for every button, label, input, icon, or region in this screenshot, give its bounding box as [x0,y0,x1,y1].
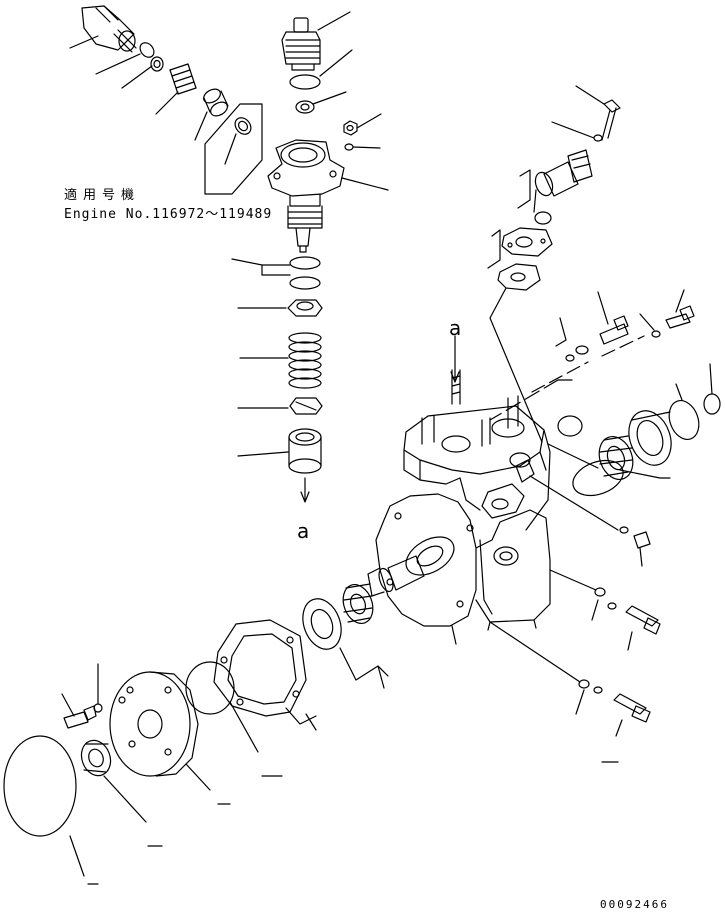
o-ring-large-right [572,459,624,497]
drive-shaft [367,555,425,597]
o-ring-pair [231,256,321,290]
ring-far-right [703,393,721,415]
delivery-valve-holder [81,5,137,53]
washer-lower-left [93,703,103,713]
tappet [237,428,322,474]
tapered-bearing-left [342,583,374,624]
leader-lines-top-left [69,35,237,165]
leader-body-bolt-2 [549,569,597,591]
shim-right [668,400,700,440]
leader-o-ring-cover [229,701,259,753]
washer-tiny [344,143,354,151]
leader-body-bolt-3 [489,621,581,683]
leader-gasket-lower [305,713,317,731]
spring-seat-upper [237,299,323,317]
bolt-lower-right-2 [591,587,661,651]
view-marker-top: a [449,316,462,340]
applicability-label-jp: 適用号機 [64,188,141,203]
bolt-lower-right-1 [619,526,651,567]
gasket-plate-upper [501,227,553,257]
leader-gasket-to-body [489,287,543,443]
view-marker-bottom: a [297,519,310,543]
bolt-right-1 [597,291,629,345]
leader-body-right [547,443,599,469]
nut-lower-left [80,739,112,777]
washer-right-1 [575,345,589,355]
bolt-lower-right-3 [575,679,651,737]
o-ring-medium-right [557,415,583,437]
leader-shim-right [675,383,683,401]
leader-end-cover [185,763,211,791]
gasket-large-left [3,735,77,837]
spring-seat-lower [237,397,323,415]
o-ring-upper [289,74,321,90]
applicability-serial-range: Engine No.116972～119489 [64,207,273,222]
bracket-washers-right [555,317,567,347]
gasket-ring-bracket [234,117,252,135]
bracket-gasket-lower [285,707,317,725]
bolt-right-2 [665,289,695,329]
valve-spring [169,63,197,95]
document-number: 00092466 [600,898,669,911]
leader-washer-right-3 [639,313,655,331]
gasket-ring-small [139,42,155,58]
stopper-sleeve [203,88,229,117]
washer-bolt-top [593,134,603,142]
leader-body-bottom [451,625,457,645]
bolt-lower-left [61,693,97,729]
bracket-gasket [487,229,501,269]
plunger-spring [239,332,322,389]
bolt-top-right [575,85,621,141]
washer-right-3 [651,330,661,338]
pump-body [375,369,551,631]
leader-ring-far-right [709,363,713,395]
leader-bearing-seal [377,665,385,689]
dash-line-bolts [531,335,645,393]
oil-seal-left [302,598,342,650]
tapered-bearing-right [598,435,634,480]
o-ring-cover [185,661,235,715]
gasket-plate-lower [497,263,541,291]
washer-small [295,100,315,114]
bracket-bearing-seal [339,647,389,681]
dash-line-top [489,379,559,421]
nut [343,120,358,136]
leader-washer-top [551,121,595,139]
leader-bearing-right [619,469,671,479]
o-ring-sensor [534,211,552,225]
delivery-valve-fitting [281,17,321,71]
valve-seat [150,56,164,72]
leader-body-bolt-1 [529,475,619,531]
leader-lines-top-center [312,11,389,191]
end-cover [109,671,199,777]
view-arrow-bottom [300,477,310,503]
applicability-bracket [204,103,263,195]
washer-right-2 [565,354,575,362]
solenoid-sensor [533,149,593,213]
bracket-sensor [517,169,531,209]
cover-gasket [213,619,307,717]
leader-nut-lower-left [103,775,147,823]
flange-barrel [267,139,345,253]
leader-gasket-large-left [69,835,85,877]
oil-seal-right [628,410,672,466]
